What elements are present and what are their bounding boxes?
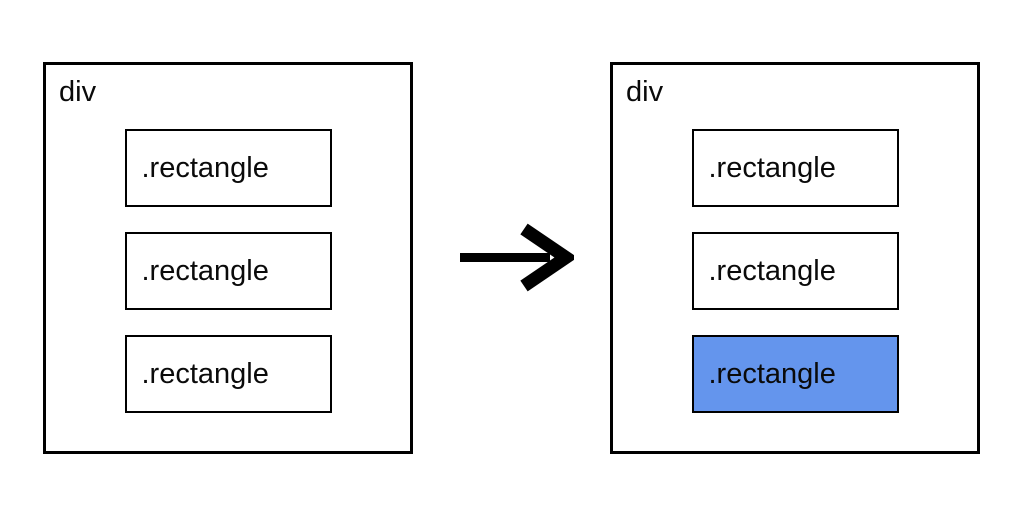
rectangle-label: .rectangle [708,254,836,287]
rectangle-box: .rectangle [124,335,332,413]
rectangle-label: .rectangle [708,357,836,390]
rectangle-label: .rectangle [141,357,269,390]
div-label: div [626,76,664,108]
before-state-panel: div .rectangle .rectangle .rectangle [43,62,413,454]
rectangle-label: .rectangle [141,151,269,184]
rectangle-box: .rectangle [124,232,332,310]
rectangle-box: .rectangle [124,129,332,207]
right-arrow-icon [460,223,574,292]
rectangle-box-highlighted: .rectangle [691,335,899,413]
div-label: div [59,76,97,108]
rectangle-label: .rectangle [141,254,269,287]
rectangle-box: .rectangle [691,129,899,207]
rectangle-stack: .rectangle .rectangle .rectangle [613,65,977,413]
rectangle-stack: .rectangle .rectangle .rectangle [46,65,410,413]
transform-arrow [458,222,574,292]
rectangle-box: .rectangle [691,232,899,310]
rectangle-label: .rectangle [708,151,836,184]
after-state-panel: div .rectangle .rectangle .rectangle [610,62,980,454]
